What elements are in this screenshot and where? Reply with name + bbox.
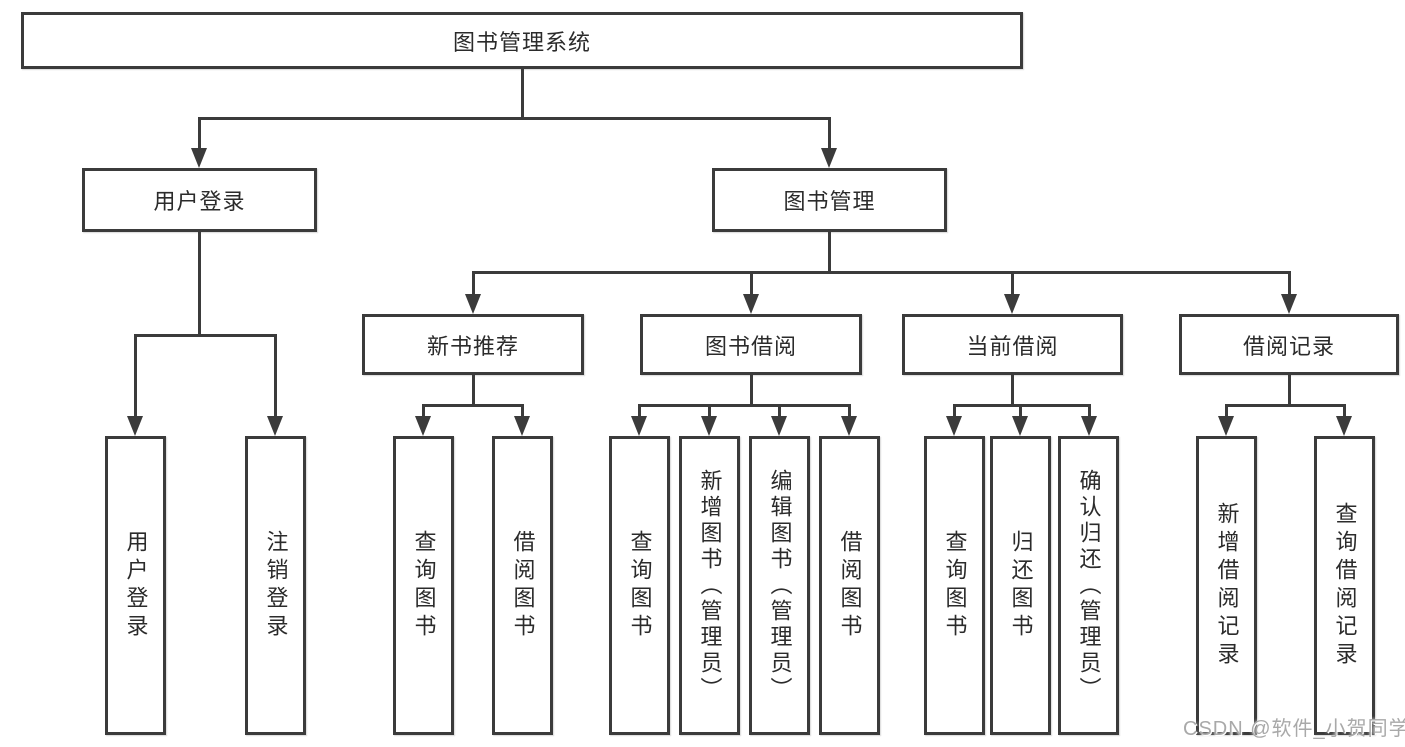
connector-line (1288, 375, 1291, 406)
node-record: 借阅记录 (1179, 314, 1399, 375)
node-book-mgmt-label: 图书管理 (783, 189, 876, 214)
node-borrow-label: 图书借阅 (704, 333, 797, 359)
arrowhead-icon (514, 416, 530, 436)
connector-line (953, 404, 956, 418)
connector-line (828, 232, 831, 273)
arrowhead-icon (267, 416, 283, 436)
leaf-borrow-book-1: 借阅图书 (492, 436, 553, 735)
connector-line (521, 69, 524, 118)
leaf-label: 查询借阅记录 (1332, 501, 1358, 670)
connector-line (274, 334, 277, 418)
connector-line (750, 375, 753, 406)
connector-line (134, 334, 137, 418)
connector-line (134, 334, 277, 337)
connector-line (848, 404, 851, 418)
arrowhead-icon (1218, 416, 1234, 436)
connector-line (638, 404, 851, 407)
connector-line (1011, 375, 1014, 406)
leaf-confirm-return-admin: 确认归还（管理员） (1058, 436, 1119, 735)
leaf-label: 查询图书 (627, 529, 653, 642)
arrowhead-icon (743, 294, 759, 314)
leaf-label: 查询图书 (411, 529, 437, 642)
leaf-label: 归还图书 (1008, 529, 1034, 642)
arrowhead-icon (841, 416, 857, 436)
node-book-mgmt: 图书管理 (712, 168, 947, 232)
node-root: 图书管理系统 (21, 12, 1023, 69)
arrowhead-icon (701, 416, 717, 436)
arrowhead-icon (1004, 294, 1020, 314)
arrowhead-icon (465, 294, 481, 314)
connector-line (198, 117, 201, 150)
connector-line (472, 271, 1290, 274)
arrowhead-icon (415, 416, 431, 436)
arrowhead-icon (127, 416, 143, 436)
connector-line (1343, 404, 1346, 418)
leaf-logout: 注销登录 (245, 436, 306, 735)
connector-line (472, 271, 475, 296)
leaf-query-borrow-record: 查询借阅记录 (1314, 436, 1375, 735)
csdn-watermark: CSDN @软件_小贺同学 (1183, 718, 1405, 740)
leaf-label: 借阅图书 (510, 529, 536, 642)
arrowhead-icon (1012, 416, 1028, 436)
node-borrow: 图书借阅 (640, 314, 862, 375)
arrowhead-icon (1336, 416, 1352, 436)
node-current: 当前借阅 (902, 314, 1123, 375)
connector-line (1288, 271, 1291, 296)
connector-line (778, 404, 781, 418)
connector-line (1225, 404, 1228, 418)
connector-line (422, 404, 425, 418)
leaf-label: 编辑图书（管理员） (767, 468, 793, 703)
connector-line (472, 375, 475, 406)
leaf-query-book-1: 查询图书 (393, 436, 454, 735)
leaf-label: 新增图书（管理员） (697, 468, 723, 703)
node-current-label: 当前借阅 (966, 333, 1059, 359)
connector-line (750, 271, 753, 296)
leaf-borrow-book-2: 借阅图书 (819, 436, 880, 735)
node-user-login-label: 用户登录 (153, 189, 246, 214)
connector-line (1011, 271, 1014, 296)
leaf-label: 用户登录 (123, 529, 149, 642)
leaf-add-book-admin: 新增图书（管理员） (679, 436, 740, 735)
leaf-user-login: 用户登录 (105, 436, 166, 735)
connector-line (198, 232, 201, 336)
leaf-label: 确认归还（管理员） (1076, 468, 1102, 703)
node-user-login: 用户登录 (82, 168, 317, 232)
leaf-query-book-2: 查询图书 (609, 436, 670, 735)
node-new-book: 新书推荐 (362, 314, 584, 375)
arrowhead-icon (821, 148, 837, 168)
leaf-edit-book-admin: 编辑图书（管理员） (749, 436, 810, 735)
connector-line (198, 117, 831, 120)
connector-line (521, 404, 524, 418)
arrowhead-icon (631, 416, 647, 436)
leaf-label: 新增借阅记录 (1214, 501, 1240, 670)
leaf-add-borrow-record: 新增借阅记录 (1196, 436, 1257, 735)
leaf-return-book: 归还图书 (990, 436, 1051, 735)
arrowhead-icon (771, 416, 787, 436)
connector-line (1019, 404, 1022, 418)
arrowhead-icon (946, 416, 962, 436)
connector-line (638, 404, 641, 418)
connector-line (828, 117, 831, 150)
node-record-label: 借阅记录 (1242, 333, 1335, 359)
leaf-label: 查询图书 (942, 529, 968, 642)
arrowhead-icon (1081, 416, 1097, 436)
connector-line (1088, 404, 1091, 418)
node-root-label: 图书管理系统 (452, 29, 591, 55)
leaf-query-book-3: 查询图书 (924, 436, 985, 735)
arrowhead-icon (1281, 294, 1297, 314)
leaf-label: 注销登录 (263, 529, 289, 642)
leaf-label: 借阅图书 (837, 529, 863, 642)
connector-line (422, 404, 524, 407)
node-new-book-label: 新书推荐 (426, 333, 519, 359)
connector-line (708, 404, 711, 418)
arrowhead-icon (191, 148, 207, 168)
connector-line (1225, 404, 1346, 407)
